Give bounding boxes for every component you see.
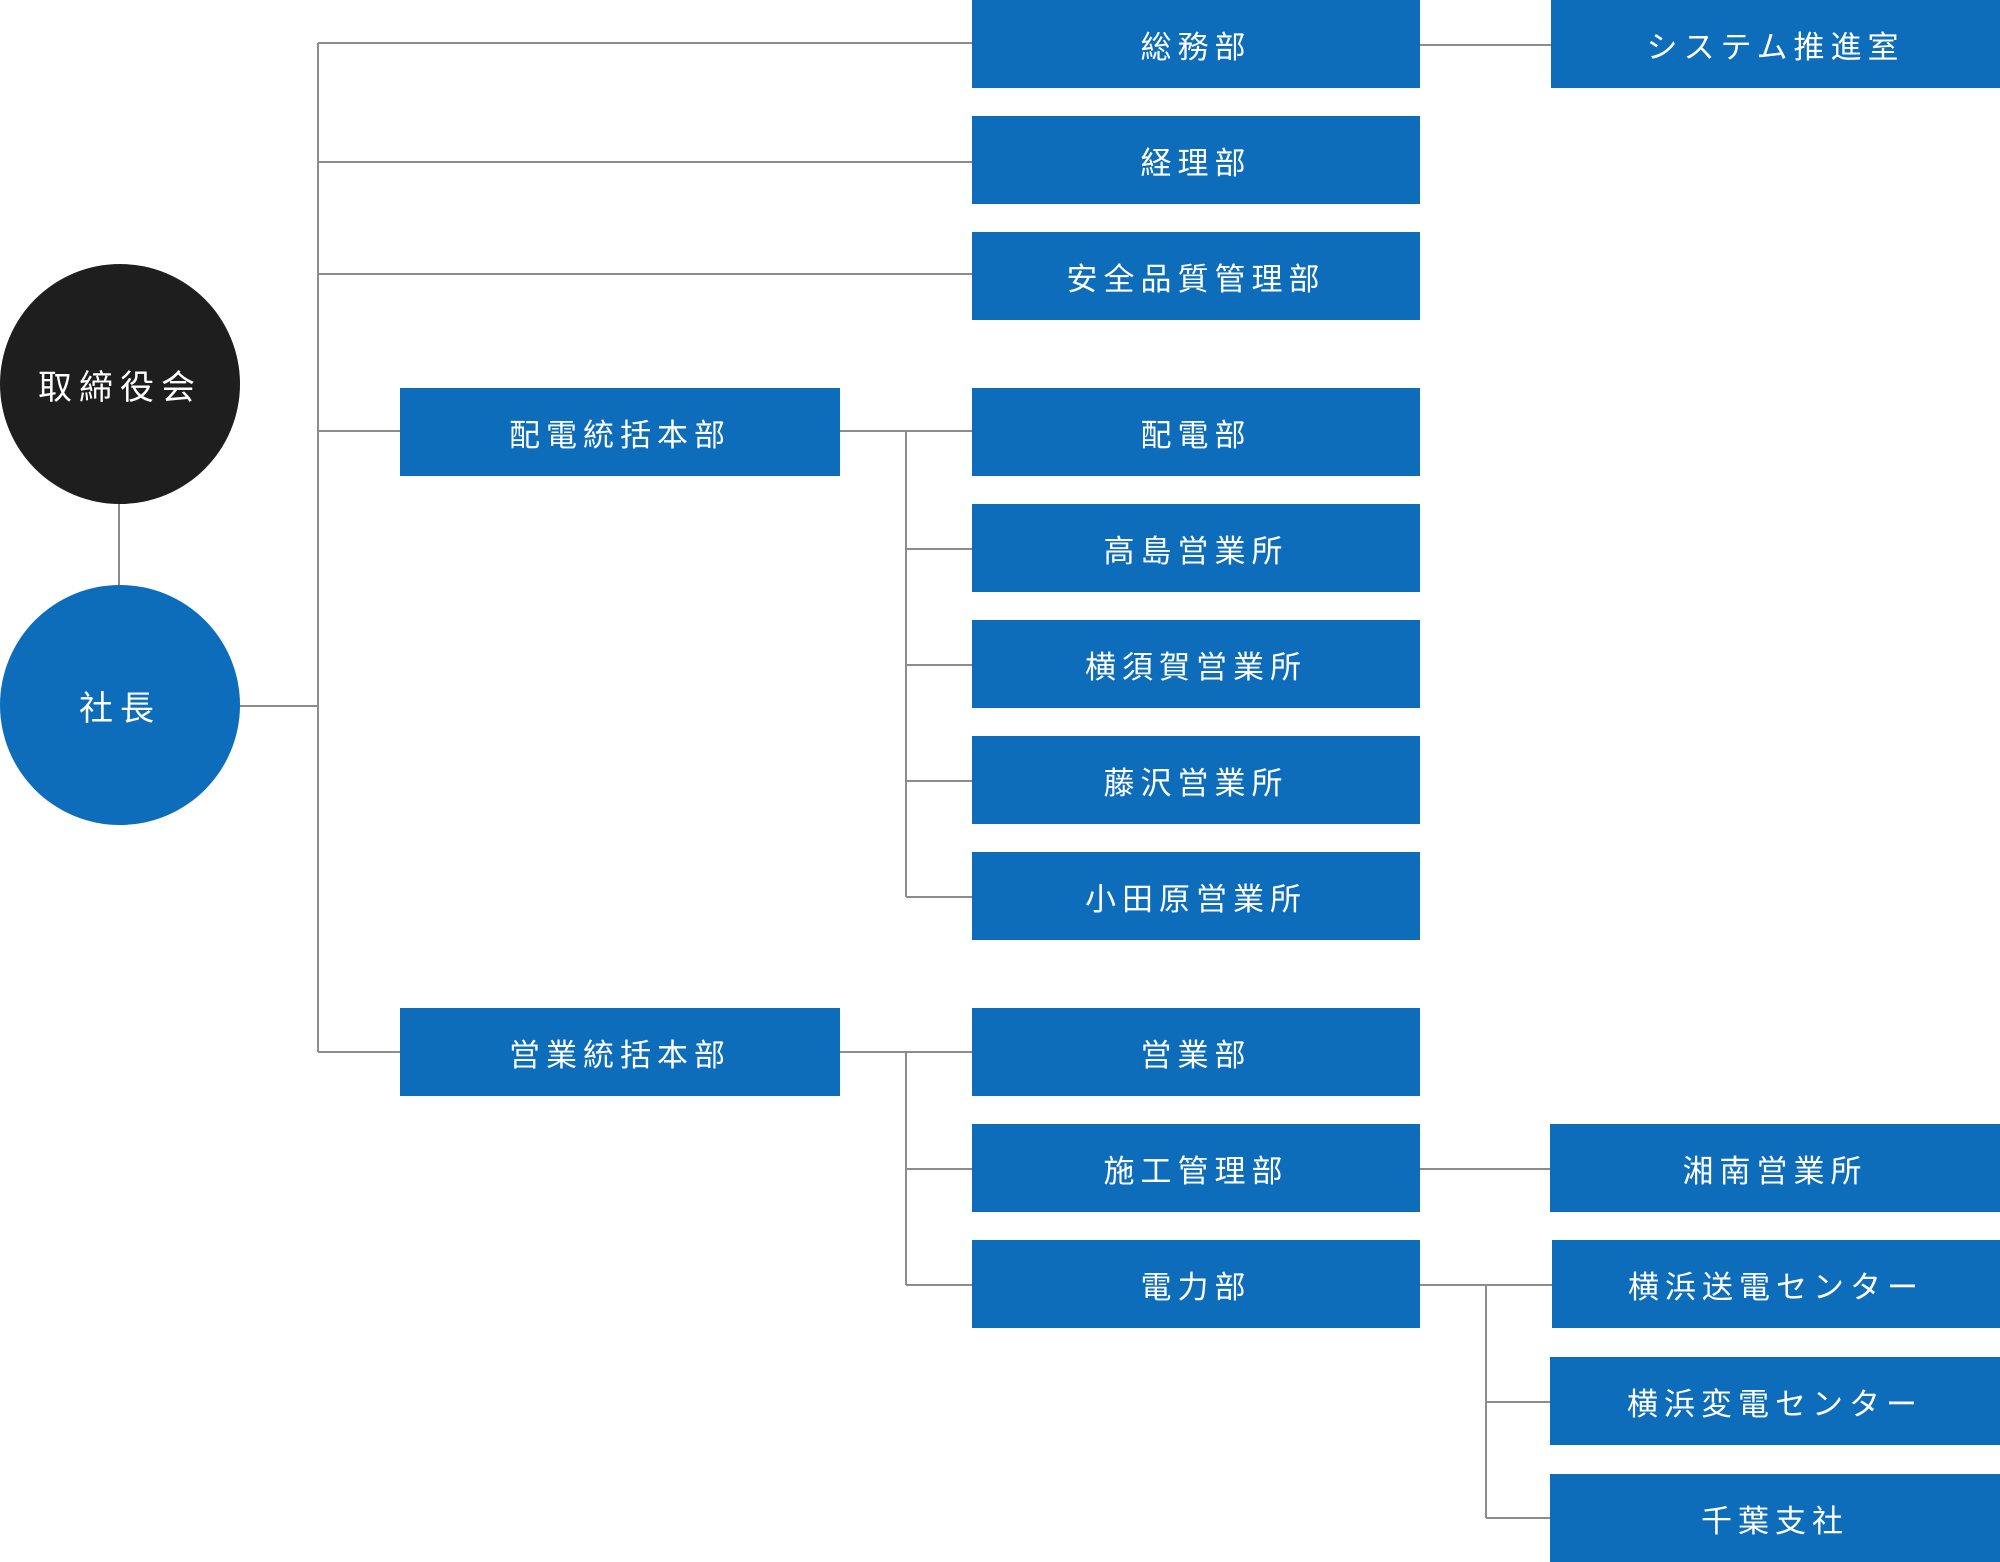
president-node: 社長 [0, 585, 240, 825]
dept-yokohama-soden: 横浜送電センター [1552, 1240, 2000, 1328]
dept-system: システム推進室 [1551, 0, 2000, 88]
dept-eigyo: 営業部 [972, 1008, 1420, 1096]
dept-somu: 総務部 [972, 0, 1420, 88]
dept-odawara: 小田原営業所 [972, 852, 1420, 940]
dept-keiri: 経理部 [972, 116, 1420, 204]
dept-seko: 施工管理部 [972, 1124, 1420, 1212]
board-node: 取締役会 [0, 264, 240, 504]
dept-denryoku: 電力部 [972, 1240, 1420, 1328]
dept-yokosuka: 横須賀営業所 [972, 620, 1420, 708]
dept-eigyo-hq: 営業統括本部 [400, 1008, 840, 1096]
dept-takashima: 高島営業所 [972, 504, 1420, 592]
dept-haiden: 配電部 [972, 388, 1420, 476]
dept-anzen: 安全品質管理部 [972, 232, 1420, 320]
dept-haiden-hq: 配電統括本部 [400, 388, 840, 476]
dept-shonan: 湘南営業所 [1550, 1124, 2000, 1212]
dept-chiba: 千葉支社 [1550, 1474, 2000, 1562]
dept-yokohama-henden: 横浜変電センター [1550, 1357, 2000, 1445]
dept-fujisawa: 藤沢営業所 [972, 736, 1420, 824]
